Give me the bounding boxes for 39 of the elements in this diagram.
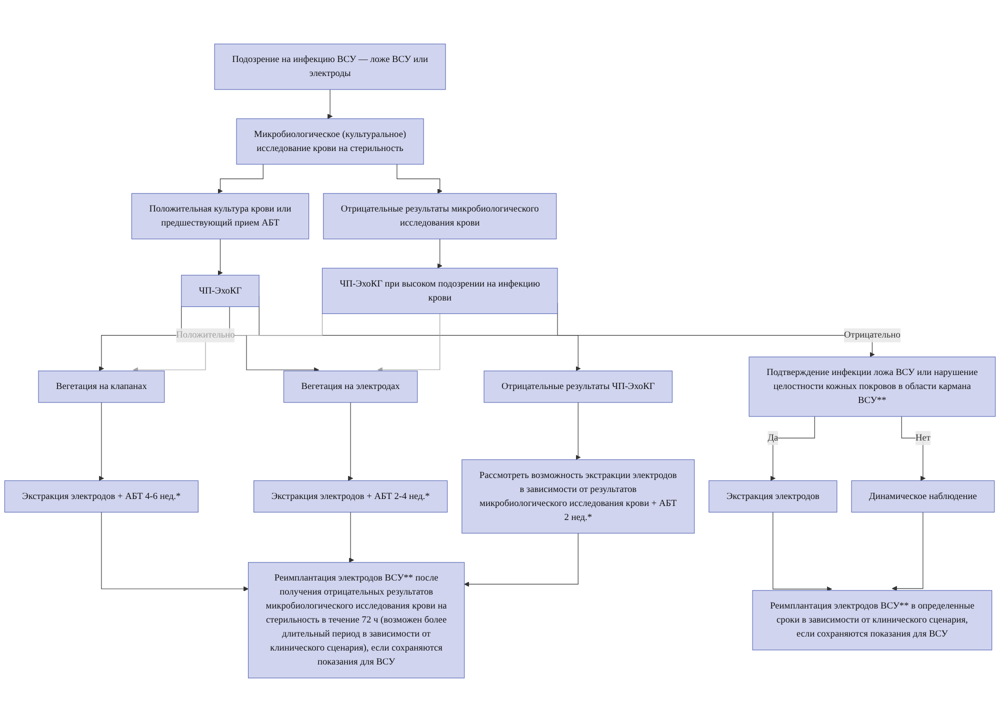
arrow <box>101 512 249 592</box>
node-box: Реимплантация электродов ВСУ** в определенные сроки в зависимости от клинического сценария, если сохраняются показания для ВСУ <box>752 590 992 650</box>
arrow <box>892 512 924 592</box>
node-box: Динамическое наблюдение <box>851 480 995 512</box>
edge-label: Нет <box>915 432 930 443</box>
arrow <box>218 238 223 276</box>
arrow <box>348 512 354 563</box>
arrow <box>348 402 354 481</box>
node-box: Подтверждение инфекции ложа ВСУ или нарушение целостности кожных покровов в области кармана ВСУ** <box>748 356 996 417</box>
arrow <box>98 402 104 481</box>
arrow <box>464 532 578 587</box>
node-box: Подозрение на инфекцию ВСУ — ложе ВСУ или электроды <box>214 44 446 90</box>
arrow <box>437 238 442 268</box>
node-box: Вегетация на электродах <box>283 370 418 403</box>
arrow <box>901 416 926 481</box>
arrow <box>377 313 440 372</box>
node-box: Вегетация на клапанах <box>38 370 165 403</box>
arrow <box>98 305 182 372</box>
node-box: Экстракция электродов + АБТ 4-6 нед.* <box>4 480 198 512</box>
node-box: Отрицательные результаты микробиологического исследования крови <box>323 193 557 240</box>
node-box: Экстракция электродов <box>708 480 838 512</box>
node-box: Реимплантация электродов ВСУ** после получения отрицательных результатов микробиологического исследования крови на стерильность в течение 72 ч (возможен более длительный период в зависимости от клинического сценария), если сохраняются показания для ВСУ <box>248 562 465 678</box>
node-box: Микробиологическое (культуральное) исследование крови на стерильность <box>236 118 424 165</box>
arrow <box>772 512 832 592</box>
node-box: ЧП-ЭхоКГ при высоком подозрении на инфекцию крови <box>322 268 558 314</box>
edge-label: Положительно <box>176 330 235 340</box>
arrow <box>328 89 333 119</box>
arrow <box>770 416 815 481</box>
edge-label: Отрицательно <box>844 330 900 340</box>
node-box: Экстракция электродов + АБТ 2-4 нед.* <box>254 480 448 512</box>
arrow <box>576 402 581 460</box>
arrow <box>218 164 264 194</box>
node-box: Положительная культура крови или предшествующий прием АБТ <box>131 193 310 240</box>
arrow <box>132 312 323 372</box>
node-box: ЧП-ЭхоКГ <box>181 274 260 307</box>
node-box: Отрицательные результаты ЧП-ЭхоКГ <box>484 370 673 403</box>
edge-label: Да <box>768 432 778 443</box>
node-box: Рассмотреть возможность экстракции электродов в зависимости от результатов микробиологического исследования крови + АБТ 2 нед.* <box>462 459 695 534</box>
arrow <box>396 164 442 194</box>
